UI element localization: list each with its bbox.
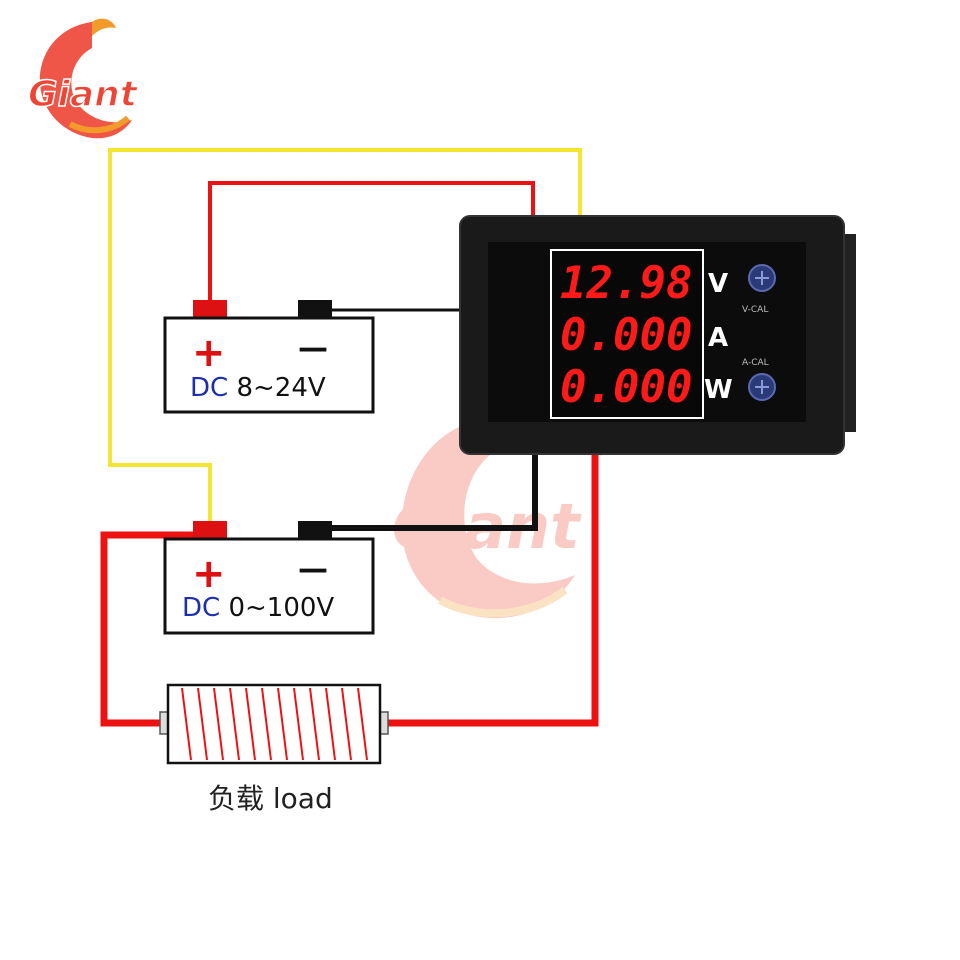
wire-black-measured <box>322 420 538 531</box>
load-label: 负载 load <box>208 782 333 815</box>
battery-supply-dc-prefix: DC <box>190 373 228 403</box>
battery-supply: + — DC 8~24V <box>163 300 375 414</box>
wire-yellow <box>108 148 582 525</box>
logo-tail-shape <box>92 18 116 36</box>
v-cal-knob[interactable] <box>748 264 776 292</box>
battery-measured-body <box>163 537 375 635</box>
watermark-arc-shape <box>438 586 568 618</box>
logo-swoosh-shape <box>39 22 132 139</box>
brand-logo: Giant <box>27 18 140 139</box>
battery-supply-negative-terminal <box>298 300 332 318</box>
a-cal-knob[interactable] <box>748 373 776 401</box>
voltage-unit: V <box>708 269 728 299</box>
coil-line <box>229 687 240 761</box>
coil-line <box>261 687 272 761</box>
battery-supply-body <box>163 316 375 414</box>
battery-measured-negative-terminal <box>298 521 332 539</box>
load-resistor <box>159 683 389 765</box>
battery-measured-label: DC 0~100V <box>182 593 334 623</box>
battery-measured-minus-symbol: — <box>298 552 328 587</box>
logo-arc-shape <box>68 115 130 134</box>
display-window <box>550 249 704 419</box>
coil-line <box>293 687 304 761</box>
coil-line <box>277 687 288 761</box>
logo-text: Giant <box>28 74 139 115</box>
battery-measured-range: 0~100V <box>220 593 334 623</box>
current-unit: A <box>708 323 728 353</box>
battery-measured-dc-prefix: DC <box>182 593 220 623</box>
wire-red-load-return <box>378 420 599 727</box>
coil-line <box>341 687 352 761</box>
battery-supply-range: 8~24V <box>228 373 326 403</box>
coil-line <box>197 687 208 761</box>
wire-red-measured-positive <box>100 531 212 727</box>
coil-line <box>325 687 336 761</box>
battery-measured: + — DC 0~100V <box>163 521 375 635</box>
coil-line <box>309 687 320 761</box>
battery-measured-positive-terminal <box>193 521 227 539</box>
battery-supply-label: DC 8~24V <box>190 373 326 403</box>
battery-supply-positive-terminal <box>193 300 227 318</box>
load-coil <box>181 687 368 761</box>
meter-panel: 12.98 0.000 0.000 V A W V-CAL A-CAL <box>459 215 856 455</box>
coil-line <box>213 687 224 761</box>
coil-line <box>245 687 256 761</box>
current-reading: 0.000 <box>560 310 692 361</box>
power-unit: W <box>704 375 733 405</box>
voltage-reading: 12.98 <box>560 258 692 309</box>
battery-measured-plus-symbol: + <box>192 551 226 597</box>
wire-red-supply <box>208 181 535 303</box>
battery-supply-plus-symbol: + <box>192 330 226 376</box>
battery-supply-minus-symbol: — <box>298 331 328 366</box>
coil-line <box>357 687 368 761</box>
v-cal-label: V-CAL <box>742 305 768 315</box>
load-body <box>166 683 382 765</box>
power-reading: 0.000 <box>560 362 692 413</box>
a-cal-label: A-CAL <box>742 358 769 368</box>
watermark-swoosh-shape <box>401 420 575 619</box>
coil-line <box>181 687 192 761</box>
